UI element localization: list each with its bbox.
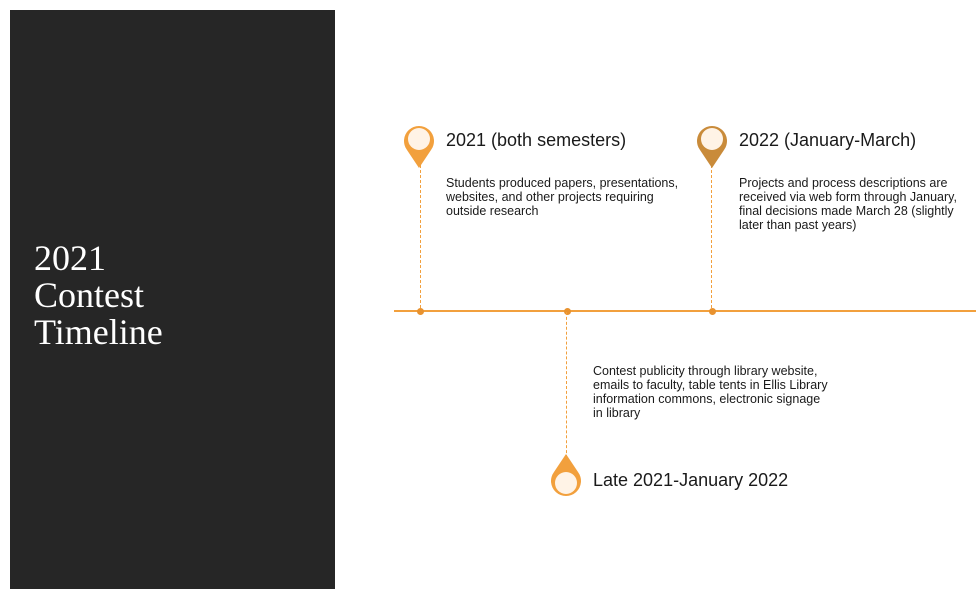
map-pin-icon [404, 126, 434, 168]
event-title: 2021 (both semesters) [446, 130, 627, 150]
event-description: Contest publicity through library websit… [593, 364, 828, 420]
title-panel [10, 10, 335, 589]
map-pin-icon [551, 454, 581, 496]
event-description: Projects and process descriptions are re… [739, 176, 957, 232]
event-connector [420, 165, 421, 308]
event-title: 2022 (January-March) [739, 130, 917, 150]
event-connector [566, 312, 567, 458]
slide-title: 2021 Contest Timeline [34, 238, 163, 352]
event-connector [711, 165, 712, 308]
event-title: Late 2021-January 2022 [593, 470, 789, 490]
event-description: Students produced papers, presentations,… [446, 176, 679, 218]
timeline-axis [394, 310, 976, 312]
map-pin-icon [697, 126, 727, 168]
timeline-dot [709, 307, 716, 315]
timeline-dot [417, 307, 424, 315]
timeline-dot [564, 307, 571, 315]
